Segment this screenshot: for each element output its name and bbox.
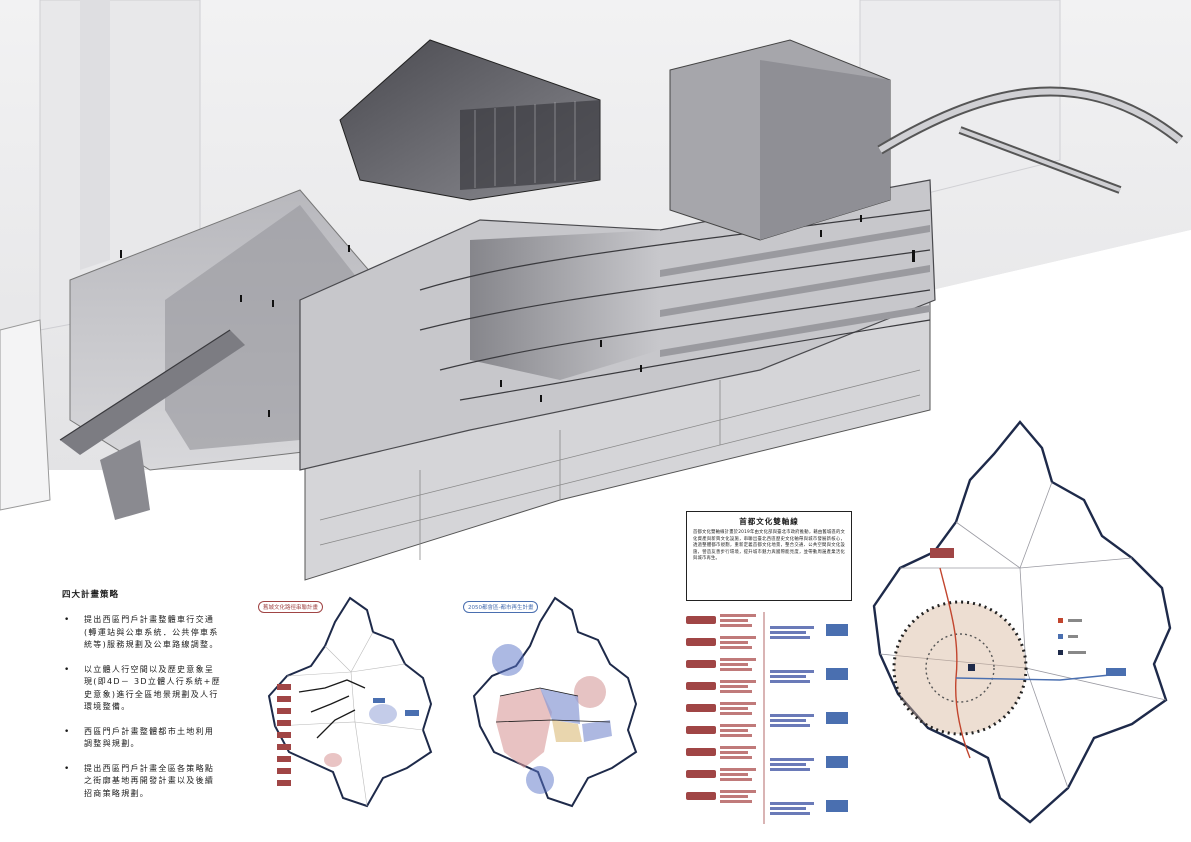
strategy-item: 西區門戶計畫整體都市土地利用調整與規劃。 xyxy=(62,726,222,751)
axonometric-building-render xyxy=(0,0,1191,581)
strategy-item: 提出西區門戶計畫全區各策略點之街廓基地再開發計畫以及後續招商策略規劃。 xyxy=(62,763,222,801)
city-map-cultural-path xyxy=(267,596,433,808)
cultural-axis-infobox: 首都文化雙軸線 首都文化雙軸線計畫於2019年由文化部與臺北市政府推動，藉由舊城… xyxy=(686,511,852,601)
city-map-large xyxy=(872,420,1172,824)
strategy-item: 提出西區門戶計畫整體車行交通(轉運站與公車系統．公共停車系統等)服務規劃及公車路… xyxy=(62,614,222,652)
strategy-item: 以立體人行空間以及歷史意象呈現(即4D－ 3D立體人行系統+歷史意象)進行全區地… xyxy=(62,664,222,714)
strategy-heading: 四大計畫策略 xyxy=(62,590,120,600)
map1-title-tag: 舊城文化路徑串聯計畫 xyxy=(258,601,324,613)
strategy-section: 四大計畫策略 提出西區門戶計畫整體車行交通(轉運站與公車系統．公共停車系統等)服… xyxy=(62,588,222,812)
infobox-title: 首都文化雙軸線 xyxy=(739,517,799,526)
strategy-list: 提出西區門戶計畫整體車行交通(轉運站與公車系統．公共停車系統等)服務規劃及公車路… xyxy=(62,614,222,800)
map2-title-tag: 2050都會區-都市再生計畫 xyxy=(463,601,539,613)
infobox-body: 首都文化雙軸線計畫於2019年由文化部與臺北市政府推動，藉由舊城區的文化資產與新… xyxy=(693,530,845,562)
city-map-urban-renewal xyxy=(472,596,638,808)
site-timeline-list xyxy=(686,612,848,824)
